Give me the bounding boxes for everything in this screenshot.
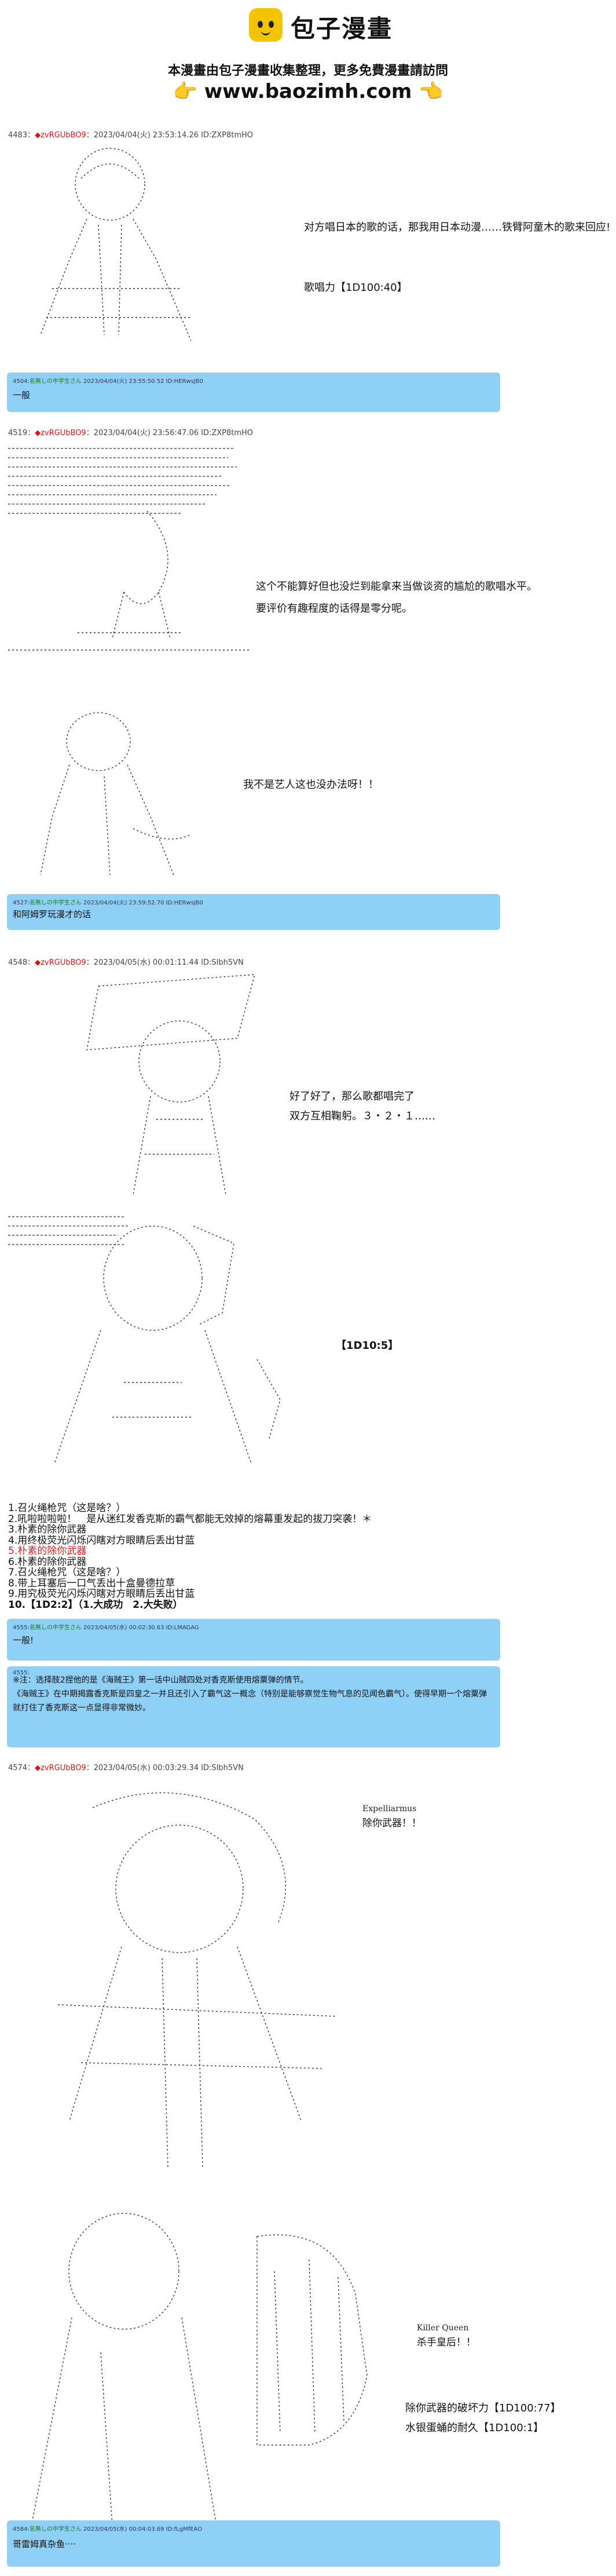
logo-title: 包子漫畫 xyxy=(291,14,393,43)
post-header: 4519：◆zvRGUbBO9：2023/04/04(火) 23:56:47.0… xyxy=(8,429,254,437)
reply-text: 一般! xyxy=(13,1635,34,1645)
logo-icon xyxy=(249,8,283,42)
site-notice: 本漫畫由包子漫畫收集整理，更多免費漫畫請訪問 xyxy=(167,64,448,78)
choice-list: 1.召火绳枪咒（这是啥？） 2.吼啦啦啦啦！ 是从迷红发香克斯的霸气都能无效掉的… xyxy=(8,1503,372,1610)
post-header: 4483：◆zvRGUbBO9：2023/04/04(火) 23:53:14.2… xyxy=(8,131,254,140)
stand-name: 杀手皇后！！ xyxy=(417,2337,476,2348)
dice-result: 除你武器的破坏力【1D100:77】 xyxy=(405,2402,561,2414)
list-item: 6.朴素的除你武器 xyxy=(8,1556,87,1568)
ascii-art-figure xyxy=(35,1773,359,2167)
post-line: 对方唱日本的歌的话，那我用日本动漫……铁臂阿童木的歌来回应! xyxy=(304,221,611,233)
ascii-art-figure xyxy=(17,144,208,358)
post-line: 双方互相鞠躬。３・２・１…… xyxy=(289,1110,435,1122)
ascii-art-figure xyxy=(64,969,272,1201)
ascii-art-figure xyxy=(8,442,251,685)
reply-meta: 4527:名無しの中学生さん 2023/04/04(火) 23:59:52.70… xyxy=(13,900,203,906)
reply-meta: 4504:名無しの中学生さん 2023/04/04(火) 23:55:50.52… xyxy=(13,378,203,385)
reply-text: 一般 xyxy=(13,390,31,400)
note-meta: 4555: xyxy=(13,1670,30,1676)
list-item: 2.吼啦啦啦啦！ 是从迷红发香克斯的霸气都能无效掉的熔幕重发起的拔刀突袭！＊ xyxy=(8,1513,372,1525)
post-header: 4548：◆zvRGUbBO9：2023/04/05(水) 00:01:11.4… xyxy=(8,958,244,967)
list-item: 8.带上耳塞后一口气丢出十盒曼德拉草 xyxy=(8,1577,175,1589)
post-line: 这个不能算好但也没烂到能拿来当做谈资的尴尬的歌唱水平。 xyxy=(256,581,537,593)
site-url-row: 👉 www.baozimh.com 👈 xyxy=(0,80,616,103)
list-item: 10.【1D2:2】（1.大成功 2.大失败） xyxy=(8,1599,183,1611)
reply-box: 4584:名無しの中学生さん 2023/04/05(水) 00:04:03.69… xyxy=(7,2520,500,2567)
spell-name: 除你武器！！ xyxy=(362,1818,421,1829)
reply-text: 和阿姆罗玩漫才的话 xyxy=(13,909,91,920)
post-line: 好了好了，那么歌都唱完了 xyxy=(289,1090,415,1103)
ascii-art-figure xyxy=(8,1209,292,1464)
dice-result: 水银蛋蛹的耐久【1D100:1】 xyxy=(405,2422,544,2434)
reply-box: 4527:名無しの中学生さん 2023/04/04(火) 23:59:52.70… xyxy=(7,894,500,930)
reply-meta: 4555:名無しの中学生さん 2023/04/05(水) 00:02:30.63… xyxy=(13,1625,199,1631)
post-line: 歌唱力【1D100:40】 xyxy=(304,282,408,294)
list-item: 9.用究极荧光闪烁闪瞎对方眼睛后丢出甘蓝 xyxy=(8,1588,195,1600)
note-box: 4555: ※注：选择肢2捏他的是《海贼王》第一话中山贼四处对香克斯使用熔粟弹的… xyxy=(7,1666,500,1747)
site-url[interactable]: www.baozimh.com xyxy=(204,80,412,103)
ascii-art-figure xyxy=(8,2202,402,2538)
post-line: 我不是艺人这也没办法呀！！ xyxy=(243,779,379,791)
list-item: 1.召火绳枪咒（这是啥？） xyxy=(8,1502,126,1514)
reply-box: 4504:名無しの中学生さん 2023/04/04(火) 23:55:50.52… xyxy=(7,373,500,412)
reply-text: 哥雷姆真杂鱼···· xyxy=(13,2539,76,2549)
reply-meta: 4584:名無しの中学生さん 2023/04/05(水) 00:04:03.69… xyxy=(13,2526,203,2533)
post-header: 4574：◆zvRGUbBO9：2023/04/05(水) 00:03:29.3… xyxy=(8,1764,244,1772)
spell-latin: Expelliarmus xyxy=(362,1804,417,1814)
dice-result: 【1D10:5】 xyxy=(336,1340,399,1352)
list-item: 4.用终极荧光闪烁闪瞎对方眼睛后丢出甘蓝 xyxy=(8,1534,195,1546)
list-item-selected: 5.朴素的除你武器 xyxy=(8,1545,87,1557)
pointing-left-icon: 👈 xyxy=(419,80,443,103)
note-text: ※注：选择肢2捏他的是《海贼王》第一话中山贼四处对香克斯使用熔粟弹的情节。 《海… xyxy=(13,1676,487,1713)
reply-box: 4555:名無しの中学生さん 2023/04/05(水) 00:02:30.63… xyxy=(7,1619,500,1661)
stand-latin: Killer Queen xyxy=(417,2323,469,2333)
list-item: 7.召火绳枪咒（这是啥？） xyxy=(8,1567,126,1578)
pointing-right-icon: 👉 xyxy=(173,80,197,103)
post-line: 要评价有趣程度的话得是零分呢。 xyxy=(256,603,412,615)
ascii-art-figure xyxy=(17,701,203,881)
list-item: 3.朴素的除你武器 xyxy=(8,1524,87,1535)
